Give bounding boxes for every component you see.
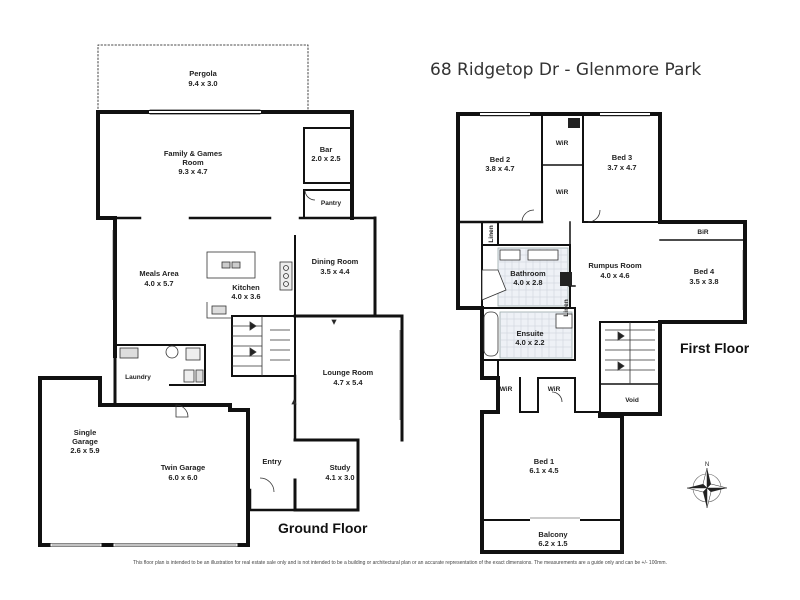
rumpus-room-name: Rumpus Room: [588, 261, 642, 270]
bathroom-dims: 4.0 x 2.8: [513, 278, 542, 287]
compass-rose: N: [686, 462, 728, 509]
balcony-dims: 6.2 x 1.5: [538, 539, 567, 548]
wir-right-name: WiR: [548, 386, 561, 393]
lounge-room-name: Lounge Room: [323, 368, 374, 377]
kitchen-dims: 4.0 x 3.6: [231, 292, 260, 301]
pantry-name: Pantry: [321, 200, 342, 207]
bir-name: BiR: [697, 229, 709, 236]
single-garage-name: Single: [74, 428, 97, 437]
ensuite-dims: 4.0 x 2.2: [515, 338, 544, 347]
linen1-name: Linen: [488, 225, 495, 242]
ground-floor-walls: [38, 44, 404, 547]
bed1-name: Bed 1: [534, 457, 554, 466]
wir-left-name: WiR: [500, 386, 513, 393]
bed3-dims: 3.7 x 4.7: [607, 163, 636, 172]
first-floor-label: First Floor: [680, 340, 750, 356]
single-garage-dims: 2.6 x 5.9: [70, 446, 99, 455]
linen2-name: Linen: [563, 299, 570, 316]
ensuite-name: Ensuite: [516, 329, 543, 338]
wir-top-name: WiR: [556, 140, 569, 147]
property-title: 68 Ridgetop Dr - Glenmore Park: [430, 60, 702, 80]
bed1-dims: 6.1 x 4.5: [529, 466, 558, 475]
first-floor-labels: Bed 2 3.8 x 4.7 WiR WiR Bed 3 3.7 x 4.7 …: [485, 140, 718, 548]
twin-garage-dims: 6.0 x 6.0: [168, 473, 197, 482]
study-name: Study: [330, 463, 352, 472]
pergola-name: Pergola: [189, 69, 217, 78]
ground-floor-fixtures: [112, 189, 401, 493]
study-dims: 4.1 x 3.0: [325, 473, 354, 482]
wir-mid-name: WiR: [556, 189, 569, 196]
ground-floor-labels: Pergola 9.4 x 3.0 Family & Games Room 9.…: [70, 69, 373, 482]
family-room-name: Family & Games: [164, 149, 222, 158]
meals-area-dims: 4.0 x 5.7: [144, 279, 173, 288]
bathroom-name: Bathroom: [510, 269, 546, 278]
twin-garage-name: Twin Garage: [161, 463, 205, 472]
bed2-dims: 3.8 x 4.7: [485, 164, 514, 173]
bar-name: Bar: [320, 145, 333, 154]
ground-floor-label: Ground Floor: [278, 520, 368, 536]
compass-north-label: N: [705, 462, 709, 468]
rumpus-room-dims: 4.0 x 4.6: [600, 271, 629, 280]
bed2-name: Bed 2: [490, 155, 510, 164]
balcony-name: Balcony: [538, 530, 568, 539]
family-room-name-2: Room: [182, 158, 204, 167]
bed3-name: Bed 3: [612, 153, 632, 162]
bar-dims: 2.0 x 2.5: [311, 154, 340, 163]
meals-area-name: Meals Area: [139, 269, 179, 278]
first-floor-fixtures: [480, 113, 744, 521]
entry-name: Entry: [262, 457, 282, 466]
lounge-room-dims: 4.7 x 5.4: [333, 378, 363, 387]
disclaimer-text: This floor plan is intended to be an ill…: [133, 560, 667, 566]
dining-room-name: Dining Room: [312, 257, 359, 266]
bed4-name: Bed 4: [694, 267, 715, 276]
single-garage-name-2: Garage: [72, 437, 98, 446]
void-name: Void: [625, 397, 639, 404]
pergola-dims: 9.4 x 3.0: [188, 79, 217, 88]
laundry-name: Laundry: [125, 374, 151, 381]
family-room-dims: 9.3 x 4.7: [178, 167, 207, 176]
dining-room-dims: 3.5 x 4.4: [320, 267, 350, 276]
bed4-dims: 3.5 x 3.8: [689, 277, 718, 286]
kitchen-name: Kitchen: [232, 283, 260, 292]
